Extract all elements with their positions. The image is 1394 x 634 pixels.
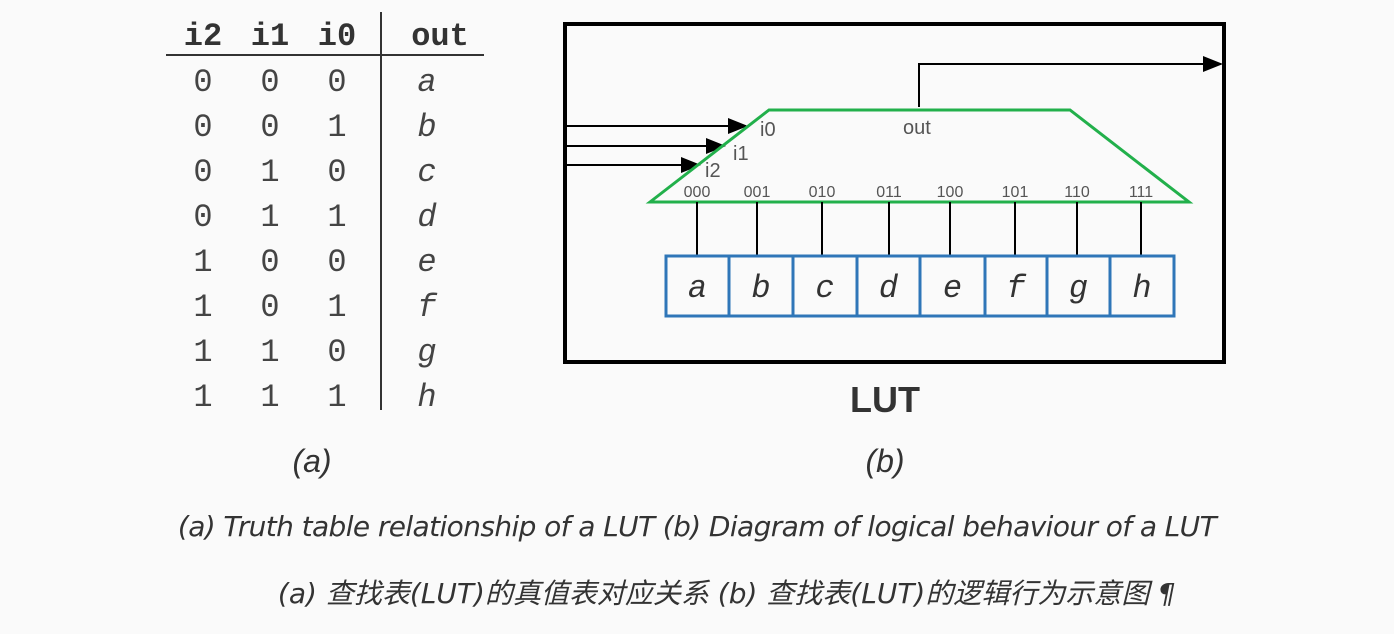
header-i2: i2 xyxy=(184,18,222,55)
truth-table-bit-cell: 0 xyxy=(260,289,279,326)
truth-table-bit-cell: 0 xyxy=(260,109,279,146)
truth-table-bit-cell: 0 xyxy=(260,244,279,281)
truth-table-bit-cell: 1 xyxy=(327,289,346,326)
truth-table-rows: 0 0 0 a 0 0 1 b 0 1 0 c 0 1 1 d 1 0 0 e 1 0 1 f 1 1 0 g 1 1 1 h xyxy=(193,64,437,416)
truth-table-bit-cell: 0 xyxy=(193,199,212,236)
memory-cell-value: d xyxy=(879,270,899,307)
output-arrow xyxy=(918,56,1223,107)
truth-table-bit-cell: 0 xyxy=(193,64,212,101)
truth-table-out-cell: f xyxy=(417,289,437,326)
mux-trapezoid xyxy=(645,108,1194,204)
truth-table-bit-cell: 0 xyxy=(327,64,346,101)
memory-cells: a b c d e f g h xyxy=(664,254,1176,318)
address-labels: 000 001 010 011 100 101 110 111 xyxy=(684,184,1154,201)
truth-table-bit-cell: 1 xyxy=(193,379,212,416)
memory-cell-value: a xyxy=(688,270,707,307)
truth-table-out-cell: g xyxy=(417,334,436,371)
address-label: 011 xyxy=(876,184,902,201)
truth-table-bit-cell: 1 xyxy=(260,154,279,191)
truth-table-bit-cell: 1 xyxy=(260,199,279,236)
truth-table-out-cell: c xyxy=(417,154,436,191)
address-wires xyxy=(696,202,1142,256)
truth-table-bit-cell: 1 xyxy=(260,334,279,371)
lut-frame xyxy=(563,22,1226,364)
truth-table-out-cell: b xyxy=(417,109,436,146)
truth-table-bit-cell: 1 xyxy=(193,334,212,371)
address-label: 001 xyxy=(744,184,771,201)
header-i1: i1 xyxy=(251,18,289,55)
subfigure-label-a: (a) xyxy=(292,443,331,479)
truth-table-bit-cell: 1 xyxy=(193,244,212,281)
truth-table-bit-cell: 0 xyxy=(327,334,346,371)
input-label-i1: i1 xyxy=(733,143,749,165)
address-label: 100 xyxy=(937,184,964,201)
input-label-i2: i2 xyxy=(705,160,721,182)
memory-cell-box xyxy=(1108,254,1176,318)
header-i0: i0 xyxy=(318,18,356,55)
memory-cell-value: g xyxy=(1069,270,1088,307)
address-label: 000 xyxy=(684,184,711,201)
memory-cell-value: h xyxy=(1132,270,1151,307)
truth-table-bit-cell: 1 xyxy=(327,379,346,416)
lut-title: LUT xyxy=(850,379,920,420)
truth-table-bit-cell: 0 xyxy=(193,109,212,146)
caption-chinese: (a) 查找表(LUT)的真值表对应关系 (b) 查找表(LUT)的逻辑行为示意… xyxy=(277,577,1177,610)
memory-cell-value: c xyxy=(815,270,834,307)
truth-table-bit-cell: 0 xyxy=(260,64,279,101)
truth-table-bit-cell: 0 xyxy=(193,154,212,191)
address-label: 101 xyxy=(1002,184,1029,201)
truth-table-bit-cell: 1 xyxy=(327,109,346,146)
caption-english: (a) Truth table relationship of a LUT (b… xyxy=(177,510,1217,543)
truth-table-out-cell: d xyxy=(417,199,437,236)
output-label: out xyxy=(903,117,931,139)
memory-cell-value: f xyxy=(1006,270,1026,307)
truth-table-out-cell: h xyxy=(417,379,436,416)
lut-diagram: i0 i1 i2 out 000 001 010 011 100 101 110 111 a b… xyxy=(563,22,1226,479)
truth-table-bit-cell: 1 xyxy=(327,199,346,236)
memory-cell-value: e xyxy=(943,270,962,307)
truth-table-bit-cell: 1 xyxy=(260,379,279,416)
truth-table-bit-cell: 0 xyxy=(327,154,346,191)
input-label-i0: i0 xyxy=(760,119,776,141)
address-label: 111 xyxy=(1129,184,1153,201)
truth-table-out-cell: a xyxy=(417,64,436,101)
header-out: out xyxy=(411,18,469,55)
truth-table-out-cell: e xyxy=(417,244,436,281)
truth-table-bit-cell: 1 xyxy=(193,289,212,326)
truth-table-bit-cell: 0 xyxy=(327,244,346,281)
address-label: 010 xyxy=(809,184,836,201)
memory-cell-value: b xyxy=(751,270,770,307)
subfigure-label-b: (b) xyxy=(865,443,904,479)
address-label: 110 xyxy=(1064,184,1090,201)
